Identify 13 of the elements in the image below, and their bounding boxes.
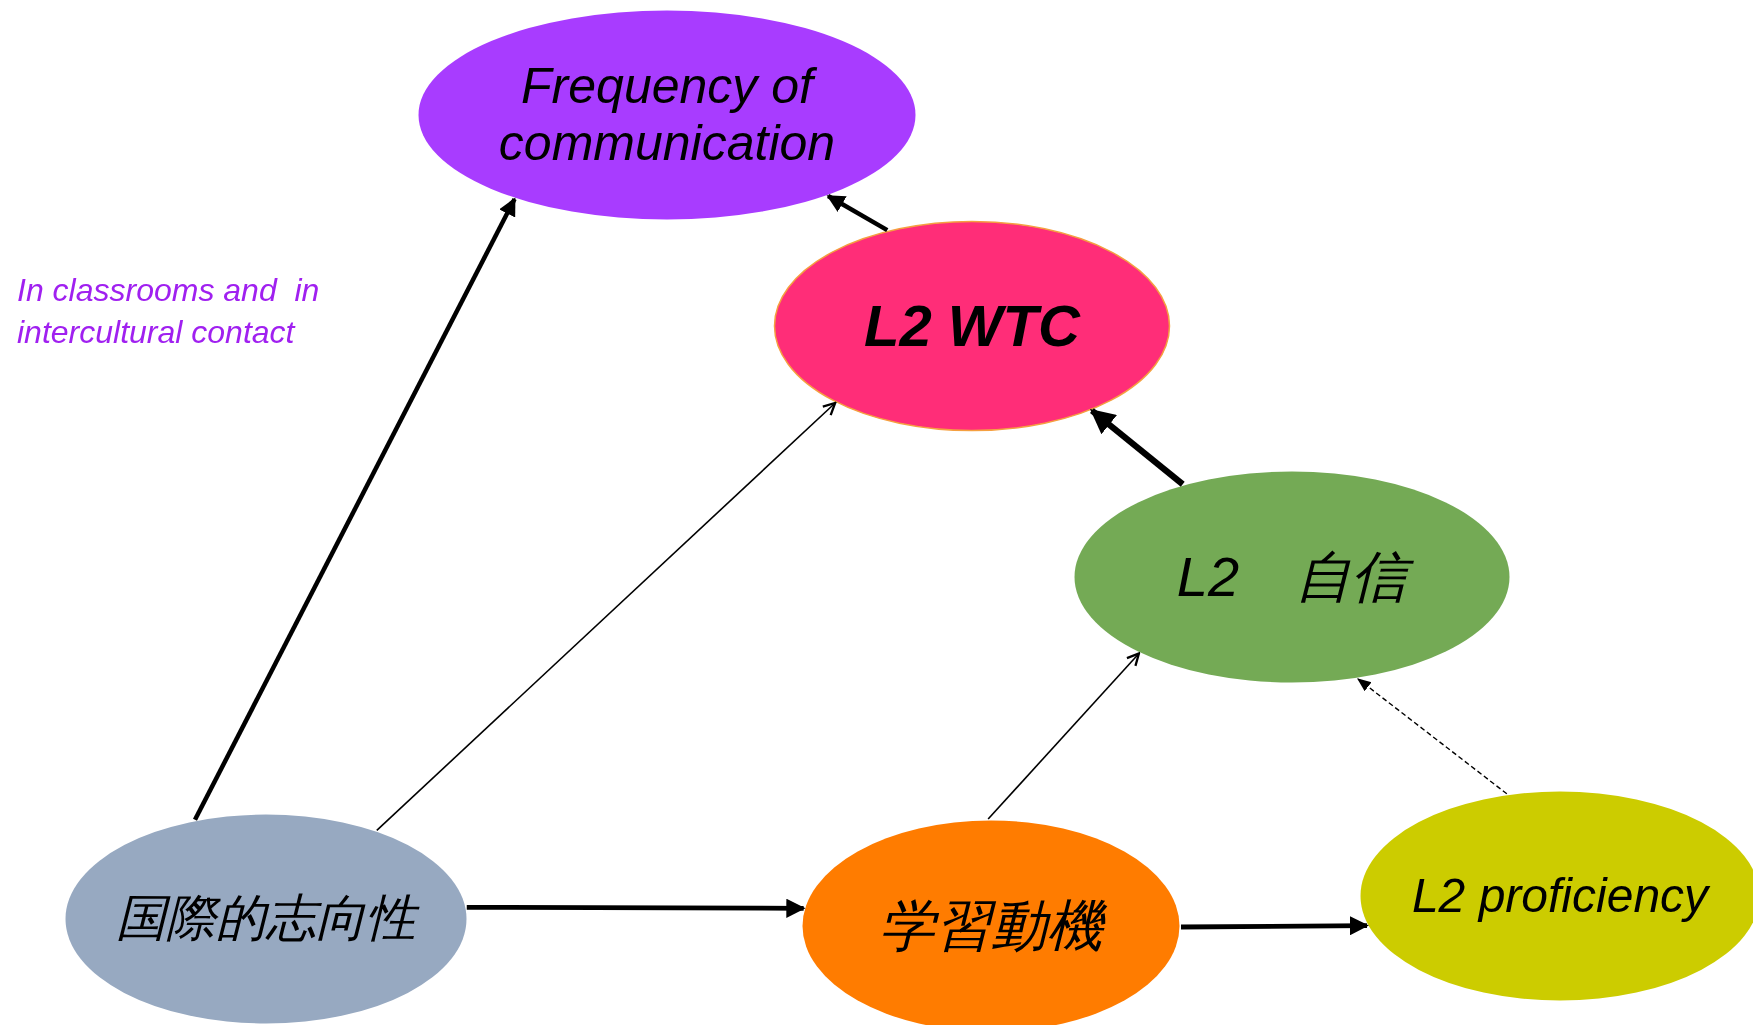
arrow	[987, 652, 1141, 820]
arrow	[1180, 916, 1369, 936]
arrow	[376, 401, 837, 832]
oval-node: L2 自信	[1073, 470, 1511, 684]
arrow	[1357, 678, 1508, 795]
oval-node: Frequency of communication	[417, 9, 917, 221]
arrow	[466, 898, 806, 918]
oval-node: 国際的志向性	[64, 813, 468, 1025]
arrow	[826, 194, 889, 233]
oval-node: L2 WTC	[773, 220, 1171, 432]
note-text: In classrooms and in intercultural contact	[17, 271, 321, 352]
arrow	[192, 197, 517, 821]
arrow	[1089, 408, 1185, 487]
